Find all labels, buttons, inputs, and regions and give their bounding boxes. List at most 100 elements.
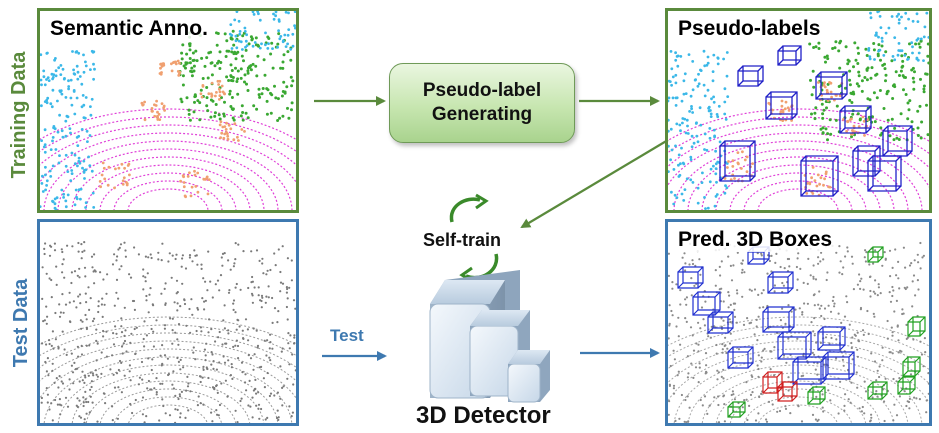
point — [83, 374, 87, 377]
point — [151, 109, 154, 113]
point — [674, 96, 678, 100]
bounding-box — [817, 326, 846, 351]
point — [69, 78, 73, 82]
point — [852, 124, 856, 128]
point — [266, 269, 269, 272]
point — [76, 397, 79, 400]
point — [279, 397, 282, 400]
point — [926, 54, 929, 58]
point — [198, 101, 202, 105]
point — [677, 153, 681, 157]
point — [281, 114, 285, 118]
point — [258, 95, 262, 99]
point — [195, 59, 199, 63]
point — [870, 416, 873, 419]
point — [707, 109, 711, 113]
point — [842, 266, 845, 269]
point — [285, 291, 288, 294]
point — [865, 67, 869, 71]
point — [211, 353, 214, 356]
point — [187, 112, 191, 116]
point — [762, 306, 765, 309]
point — [210, 351, 213, 354]
point — [81, 370, 84, 373]
point — [743, 399, 746, 402]
point — [723, 191, 727, 195]
point — [831, 299, 834, 302]
point — [868, 55, 872, 58]
point — [285, 305, 288, 309]
point — [773, 346, 776, 349]
point — [79, 302, 82, 305]
point — [103, 303, 106, 306]
point — [75, 64, 79, 68]
point — [40, 401, 43, 404]
point — [669, 364, 672, 368]
point — [855, 82, 859, 86]
point — [101, 161, 105, 165]
point — [794, 308, 797, 311]
point — [234, 409, 237, 412]
layered-cube-icon — [429, 270, 550, 403]
point — [291, 353, 294, 356]
point — [896, 53, 900, 57]
point — [294, 307, 296, 310]
point — [82, 401, 85, 404]
point — [216, 391, 219, 394]
point — [805, 192, 809, 195]
point — [779, 265, 782, 269]
point — [269, 392, 273, 395]
point — [122, 342, 125, 345]
point — [258, 417, 261, 420]
point — [127, 162, 131, 166]
point — [814, 278, 818, 281]
point — [229, 63, 233, 67]
point — [286, 257, 289, 260]
point — [59, 311, 62, 314]
point — [903, 286, 906, 289]
point — [141, 103, 145, 106]
point — [748, 288, 751, 291]
point — [200, 95, 204, 99]
point — [51, 139, 54, 143]
point — [173, 301, 176, 304]
point — [229, 74, 233, 78]
point — [59, 64, 63, 67]
point — [727, 255, 730, 258]
point — [276, 42, 280, 46]
point — [62, 196, 65, 199]
point — [55, 377, 58, 380]
point — [97, 305, 100, 308]
point — [237, 19, 241, 23]
point — [207, 250, 210, 253]
point — [263, 73, 267, 77]
point — [85, 400, 88, 404]
point — [153, 387, 156, 390]
point — [922, 59, 925, 62]
point — [84, 313, 87, 317]
point — [232, 299, 236, 302]
point — [788, 265, 791, 268]
point — [893, 126, 897, 130]
point — [239, 399, 242, 403]
point — [897, 351, 900, 354]
point — [916, 134, 920, 137]
point — [894, 248, 897, 251]
point — [216, 279, 220, 282]
point — [217, 414, 220, 417]
point — [707, 335, 710, 338]
point — [116, 255, 119, 258]
point — [207, 178, 211, 182]
point — [811, 351, 814, 354]
point — [875, 379, 878, 382]
point — [46, 315, 49, 318]
point — [82, 103, 86, 107]
point — [226, 132, 229, 136]
point — [48, 408, 51, 411]
point — [196, 171, 200, 175]
bounding-box — [727, 346, 754, 369]
point-ring — [687, 148, 909, 210]
point — [746, 418, 749, 422]
point — [289, 75, 293, 79]
point — [857, 125, 861, 128]
